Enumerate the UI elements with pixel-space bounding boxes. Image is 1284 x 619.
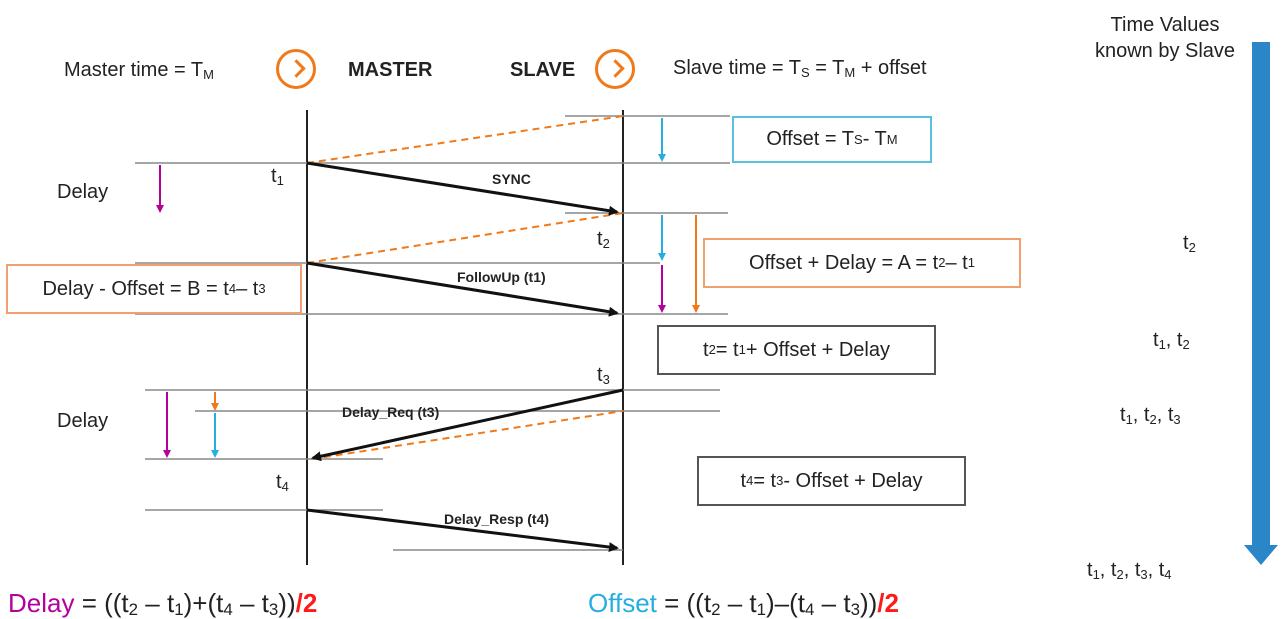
slave-clock-icon xyxy=(595,49,635,89)
offset-formula-divisor: /2 xyxy=(877,588,899,618)
known-values-row-3: t1, t2, t3 xyxy=(1120,404,1181,427)
time-arrow xyxy=(1244,42,1278,565)
offset-formula: Offset = ((t2 – t1)–(t4 – t3))/2 xyxy=(588,588,899,619)
t3-label: t3 xyxy=(597,364,610,387)
delay-label-2: Delay xyxy=(57,410,109,432)
delay-label-1: Delay xyxy=(57,181,109,203)
sync-label: SYNC xyxy=(492,171,531,187)
t4-label: t4 xyxy=(276,471,289,494)
time-values-title: Time Values known by Slave xyxy=(1080,12,1250,64)
sync-arrow xyxy=(306,161,619,216)
delay-resp-label: Delay_Resp (t4) xyxy=(444,511,550,527)
followup-label: FollowUp (t1) xyxy=(457,269,546,285)
offset-formula-name: Offset xyxy=(588,588,657,618)
master-clock-icon xyxy=(276,49,316,89)
followup-arrow xyxy=(306,261,619,317)
delay-resp-arrow xyxy=(306,508,619,552)
delay-formula: Delay = ((t2 – t1)+(t4 – t3))/2 xyxy=(8,588,318,619)
slave-label: SLAVE xyxy=(510,59,576,81)
delay-formula-divisor: /2 xyxy=(295,588,318,618)
delay-formula-name: Delay xyxy=(8,588,75,618)
t2-label: t2 xyxy=(597,228,610,251)
reference-lines xyxy=(135,115,730,551)
offset-dashed-lines xyxy=(306,115,624,460)
t1-label: t1 xyxy=(271,165,284,188)
delay-req-arrow xyxy=(311,388,624,462)
master-time-label: Master time = TM xyxy=(64,59,214,82)
slave-time-label: Slave time = TS = TM + offset xyxy=(673,57,927,80)
master-label: MASTER xyxy=(348,59,433,81)
time-values-title-line1: Time Values xyxy=(1110,14,1220,36)
known-values-row-4: t1, t2, t3, t4 xyxy=(1087,559,1172,582)
known-values-row-1: t2 xyxy=(1183,232,1196,255)
delay-req-label: Delay_Req (t3) xyxy=(342,404,440,420)
time-values-title-line2: known by Slave xyxy=(1094,40,1236,62)
known-values-row-2: t1, t2 xyxy=(1153,329,1190,352)
